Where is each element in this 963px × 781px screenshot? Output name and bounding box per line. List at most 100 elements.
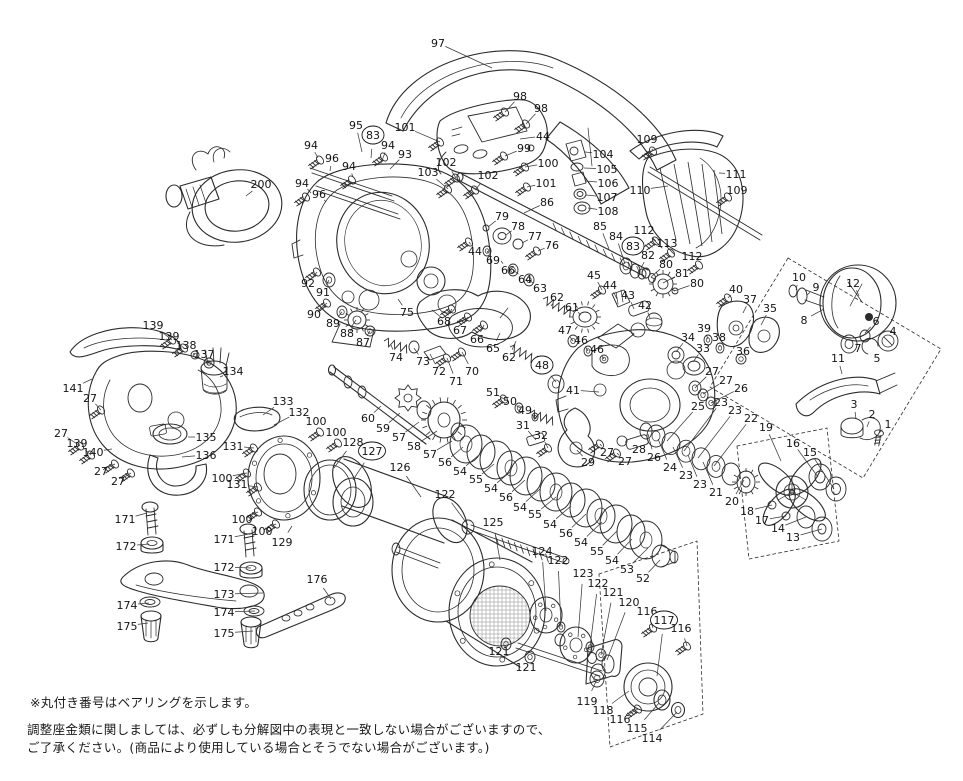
svg-text:137: 137 (194, 348, 215, 361)
part-label-27: 27 (600, 446, 614, 459)
part-label-35: 35 (763, 302, 777, 315)
screw-part (434, 353, 452, 368)
washer-part (523, 273, 535, 287)
leader-line-35 (760, 314, 767, 326)
washer-part (705, 396, 717, 410)
drag-discs-right (639, 422, 847, 542)
part-label-103: 103 (418, 166, 439, 179)
leader-line-54 (617, 538, 633, 555)
svg-text:25: 25 (691, 400, 705, 413)
leader-line-27 (95, 403, 102, 411)
leader-line-46 (601, 355, 605, 360)
part-label-141: 141 (63, 382, 84, 395)
leader-line-97 (445, 46, 493, 69)
ratchet-levers (716, 300, 780, 353)
part-label-139: 139 (67, 437, 88, 450)
svg-text:140: 140 (83, 446, 104, 459)
svg-text:51: 51 (486, 386, 500, 399)
svg-text:49: 49 (518, 404, 532, 417)
svg-text:89: 89 (326, 317, 340, 330)
part-label-101: 101 (536, 177, 557, 190)
svg-text:116: 116 (637, 605, 658, 618)
svg-text:10: 10 (792, 271, 806, 284)
part-label-44: 44 (536, 130, 550, 143)
leader-line-60 (373, 405, 382, 413)
svg-text:62: 62 (550, 291, 564, 304)
screw-part (674, 641, 692, 656)
svg-text:139: 139 (143, 319, 164, 332)
part-label-140: 140 (83, 446, 104, 459)
svg-text:20: 20 (725, 495, 739, 508)
leader-line-29 (576, 449, 583, 457)
part-label-65: 65 (486, 342, 500, 355)
svg-text:118: 118 (593, 704, 614, 717)
svg-text:98: 98 (534, 102, 548, 115)
part-label-101: 101 (395, 121, 416, 134)
leader-line-54 (555, 505, 572, 520)
leader-line-102 (451, 171, 457, 179)
svg-text:70: 70 (465, 365, 479, 378)
leader-line-49 (531, 414, 536, 418)
part-label-75: 75 (400, 306, 414, 319)
part-label-62: 62 (502, 351, 516, 364)
leader-line-96 (324, 199, 327, 203)
part-label-171: 171 (214, 533, 235, 546)
part-label-104: 104 (593, 148, 614, 161)
part-label-173: 173 (214, 588, 235, 601)
part-label-1: 1 (885, 418, 892, 431)
handle-assembly-box (709, 257, 942, 479)
part-label-19: 19 (759, 421, 773, 434)
washer-part (514, 402, 524, 414)
part-label-58: 58 (407, 440, 421, 453)
part-label-100: 100 (212, 472, 233, 485)
leader-line-110 (650, 185, 669, 189)
note-washers-line2: ご了承ください。(商品により使用している場合とそうでない場合がございます。) (27, 740, 490, 755)
part-label-102: 102 (436, 156, 457, 169)
part-label-54: 54 (605, 554, 619, 567)
part-label-36: 36 (736, 345, 750, 358)
svg-text:102: 102 (478, 169, 499, 182)
part-label-81: 81 (675, 267, 689, 280)
svg-text:31: 31 (516, 419, 530, 432)
svg-text:99: 99 (517, 142, 531, 155)
part-label-133: 133 (273, 395, 294, 408)
svg-text:94: 94 (295, 177, 309, 190)
cover-rib (687, 161, 703, 247)
leader-line-2 (866, 421, 870, 428)
part-label-89: 89 (326, 317, 340, 330)
screw-part (514, 182, 532, 197)
screw-part (491, 151, 509, 166)
svg-text:122: 122 (548, 554, 569, 567)
leader-line-98 (525, 113, 536, 125)
leader-line-64 (512, 269, 519, 275)
drag-washer-row (646, 424, 741, 486)
svg-text:16: 16 (786, 437, 800, 450)
leader-line-94 (351, 173, 354, 178)
part-label-17: 17 (755, 514, 769, 527)
screw-part (78, 450, 96, 465)
svg-text:3: 3 (851, 398, 858, 411)
part-label-98: 98 (534, 102, 548, 115)
svg-text:112: 112 (634, 224, 655, 237)
svg-text:53: 53 (620, 563, 634, 576)
leader-line-122 (451, 502, 469, 526)
leader-line-15 (814, 458, 835, 490)
svg-text:138: 138 (176, 339, 197, 352)
washer-part (595, 648, 607, 662)
part-label-122: 122 (548, 554, 569, 567)
part-label-80: 80 (659, 258, 673, 271)
leader-line-86 (523, 205, 540, 214)
leader-line-47 (569, 336, 574, 342)
screw-part (686, 260, 704, 275)
svg-text:121: 121 (489, 645, 510, 658)
leader-line-80 (650, 268, 661, 278)
leader-line-116 (684, 638, 688, 647)
assembly-boxes (598, 257, 942, 748)
part-label-106: 106 (598, 177, 619, 190)
leader-line-56 (571, 513, 587, 528)
part-label-13: 13 (786, 531, 800, 544)
part-label-131: 131 (223, 440, 244, 453)
svg-text:66: 66 (470, 333, 484, 346)
part-label-121: 121 (603, 586, 624, 599)
main-frame (291, 163, 492, 348)
